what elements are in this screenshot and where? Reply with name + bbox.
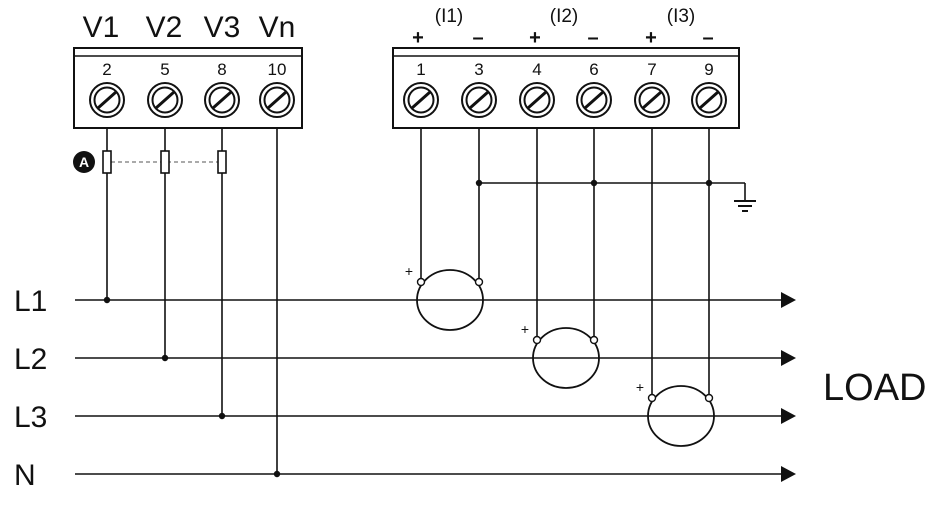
i3-plus-sign: + [645,27,657,49]
i2-label: (I2) [550,6,579,27]
current-wires [420,128,746,398]
current-transformer-1: + [405,263,484,331]
voltage-terminal-screw-2 [89,82,125,118]
ct2-polarity-mark: + [521,321,529,337]
current-terminal-block: + (I1) – + (I2) – + (I3) – 1 3 4 6 7 9 [392,6,740,129]
voltage-terminal-number-5: 5 [160,60,169,79]
voltage-terminal-screw-10 [259,82,295,118]
voltage-terminal-number-8: 8 [217,60,226,79]
fuse-marker-badge [73,151,95,173]
fuse-v3 [217,150,227,174]
line-conductors: L1 L2 L3 N [14,285,796,492]
current-terminal-number-6: 6 [589,60,598,79]
fuse-v1 [102,150,112,174]
i1-plus-sign: + [412,27,424,49]
ground-icon [734,200,756,212]
fuse-group: A [73,150,227,174]
voltage-header-v1: V1 [83,11,120,44]
fuse-marker-letter: A [79,154,89,170]
i1-minus-sign: – [472,27,483,49]
voltage-terminal-number-10: 10 [268,60,287,79]
load-label: LOAD [823,367,926,409]
current-terminal-screw-6 [576,82,612,118]
junction-dots [103,179,713,478]
ct3-polarity-mark: + [636,379,644,395]
voltage-header-v3: V3 [204,11,241,44]
i2-minus-sign: – [587,27,598,49]
voltage-header-vn: Vn [259,11,296,44]
current-terminal-screw-4 [519,82,555,118]
current-terminal-screw-3 [461,82,497,118]
current-terminal-number-4: 4 [532,60,541,79]
current-terminal-screw-9 [691,82,727,118]
current-block-body [392,47,740,129]
current-terminal-number-7: 7 [647,60,656,79]
current-transformer-2: + [521,321,600,389]
arrowhead-l1-icon [781,292,796,308]
ct1-polarity-mark: + [405,263,413,279]
i3-label: (I3) [667,6,696,27]
current-terminal-screw-7 [634,82,670,118]
voltage-terminal-screw-5 [147,82,183,118]
current-terminal-number-9: 9 [704,60,713,79]
arrowhead-n-icon [781,466,796,482]
i3-minus-sign: – [702,27,713,49]
i1-label: (I1) [435,6,464,27]
voltage-header-v2: V2 [146,11,183,44]
current-terminal-screw-1 [403,82,439,118]
line-label-l2: L2 [14,343,47,376]
voltage-terminal-screw-8 [204,82,240,118]
current-terminal-number-1: 1 [416,60,425,79]
arrowhead-l2-icon [781,350,796,366]
i2-plus-sign: + [529,27,541,49]
current-transformer-3: + [636,379,715,447]
line-label-l3: L3 [14,401,47,434]
voltage-wires [106,128,278,474]
voltage-terminal-block: V1 V2 V3 Vn 2 5 8 10 [73,11,303,129]
line-label-l1: L1 [14,285,47,318]
fuse-v2 [160,150,170,174]
line-label-n: N [14,459,36,492]
voltage-terminal-number-2: 2 [102,60,111,79]
arrowhead-l3-icon [781,408,796,424]
current-terminal-number-3: 3 [474,60,483,79]
